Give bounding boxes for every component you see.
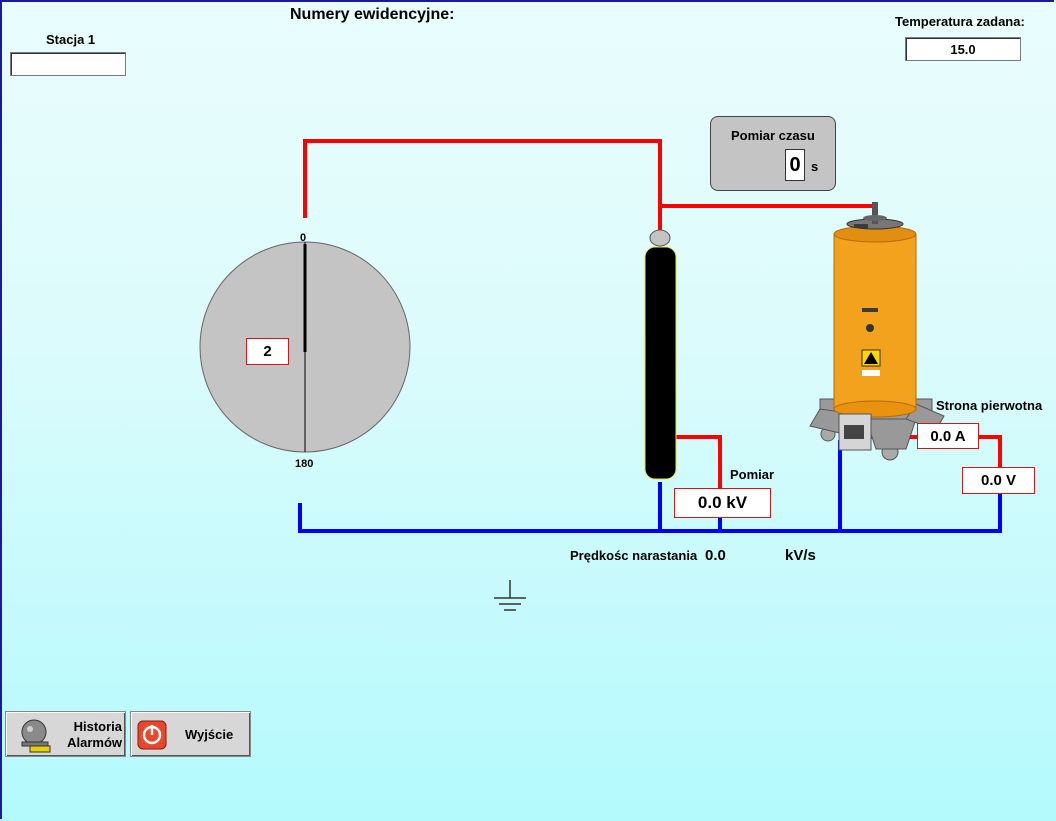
station-label: Stacja 1 <box>46 32 96 47</box>
timer-unit: s <box>811 159 819 174</box>
current-value-box: 0.0 A <box>917 423 979 449</box>
hv-wire-top <box>303 139 662 230</box>
hv-divider-column <box>644 246 677 480</box>
transformer-image <box>806 194 946 469</box>
kv-value-box: 0.0 kV <box>674 488 771 518</box>
voltage-value-box: 0.0 V <box>962 467 1035 494</box>
ground-bus <box>298 493 1002 533</box>
voltage-value: 0.0 V <box>980 472 1017 489</box>
alarm-history-label-line1: Historia <box>73 719 122 734</box>
current-value: 0.0 A <box>930 427 966 445</box>
temperature-field[interactable]: 15.0 <box>905 37 1021 61</box>
primary-side-label: Strona pierwotna <box>936 398 1043 413</box>
exit-label: Wyjście <box>185 727 234 742</box>
rate-label: Prędkośc narastania <box>570 548 698 563</box>
ground-symbol <box>494 580 526 611</box>
measure-wire <box>676 435 722 488</box>
measurement-label: Pomiar <box>730 467 775 482</box>
power-icon <box>137 720 167 750</box>
divider-top-electrode <box>649 229 671 247</box>
timer-value-box: 0 <box>785 149 805 181</box>
exit-button[interactable]: Wyjście <box>130 711 251 757</box>
temperature-value: 15.0 <box>950 41 976 57</box>
dial-top-label: 0 <box>300 232 307 244</box>
bell-icon <box>18 717 54 753</box>
page-title: Numery ewidencyjne: <box>290 6 455 23</box>
kv-value: 0.0 kV <box>697 493 748 512</box>
station-field[interactable] <box>10 52 126 76</box>
primary-wire-v <box>978 435 1002 468</box>
rate-value: 0.0 <box>705 547 726 564</box>
dial-value: 2 <box>263 343 272 360</box>
timer-value: 0 <box>789 153 801 176</box>
temperature-label: Temperatura zadana: <box>895 14 1025 29</box>
rate-unit: kV/s <box>785 547 816 564</box>
timer-label: Pomiar czasu <box>731 128 815 143</box>
dial-value-box: 2 <box>246 338 289 365</box>
alarm-history-button[interactable]: Historia Alarmów <box>5 711 126 757</box>
alarm-history-label-line2: Alarmów <box>67 735 122 750</box>
timer-panel: Pomiar czasu 0 s <box>710 116 836 191</box>
dial-bottom-label: 180 <box>295 458 314 470</box>
